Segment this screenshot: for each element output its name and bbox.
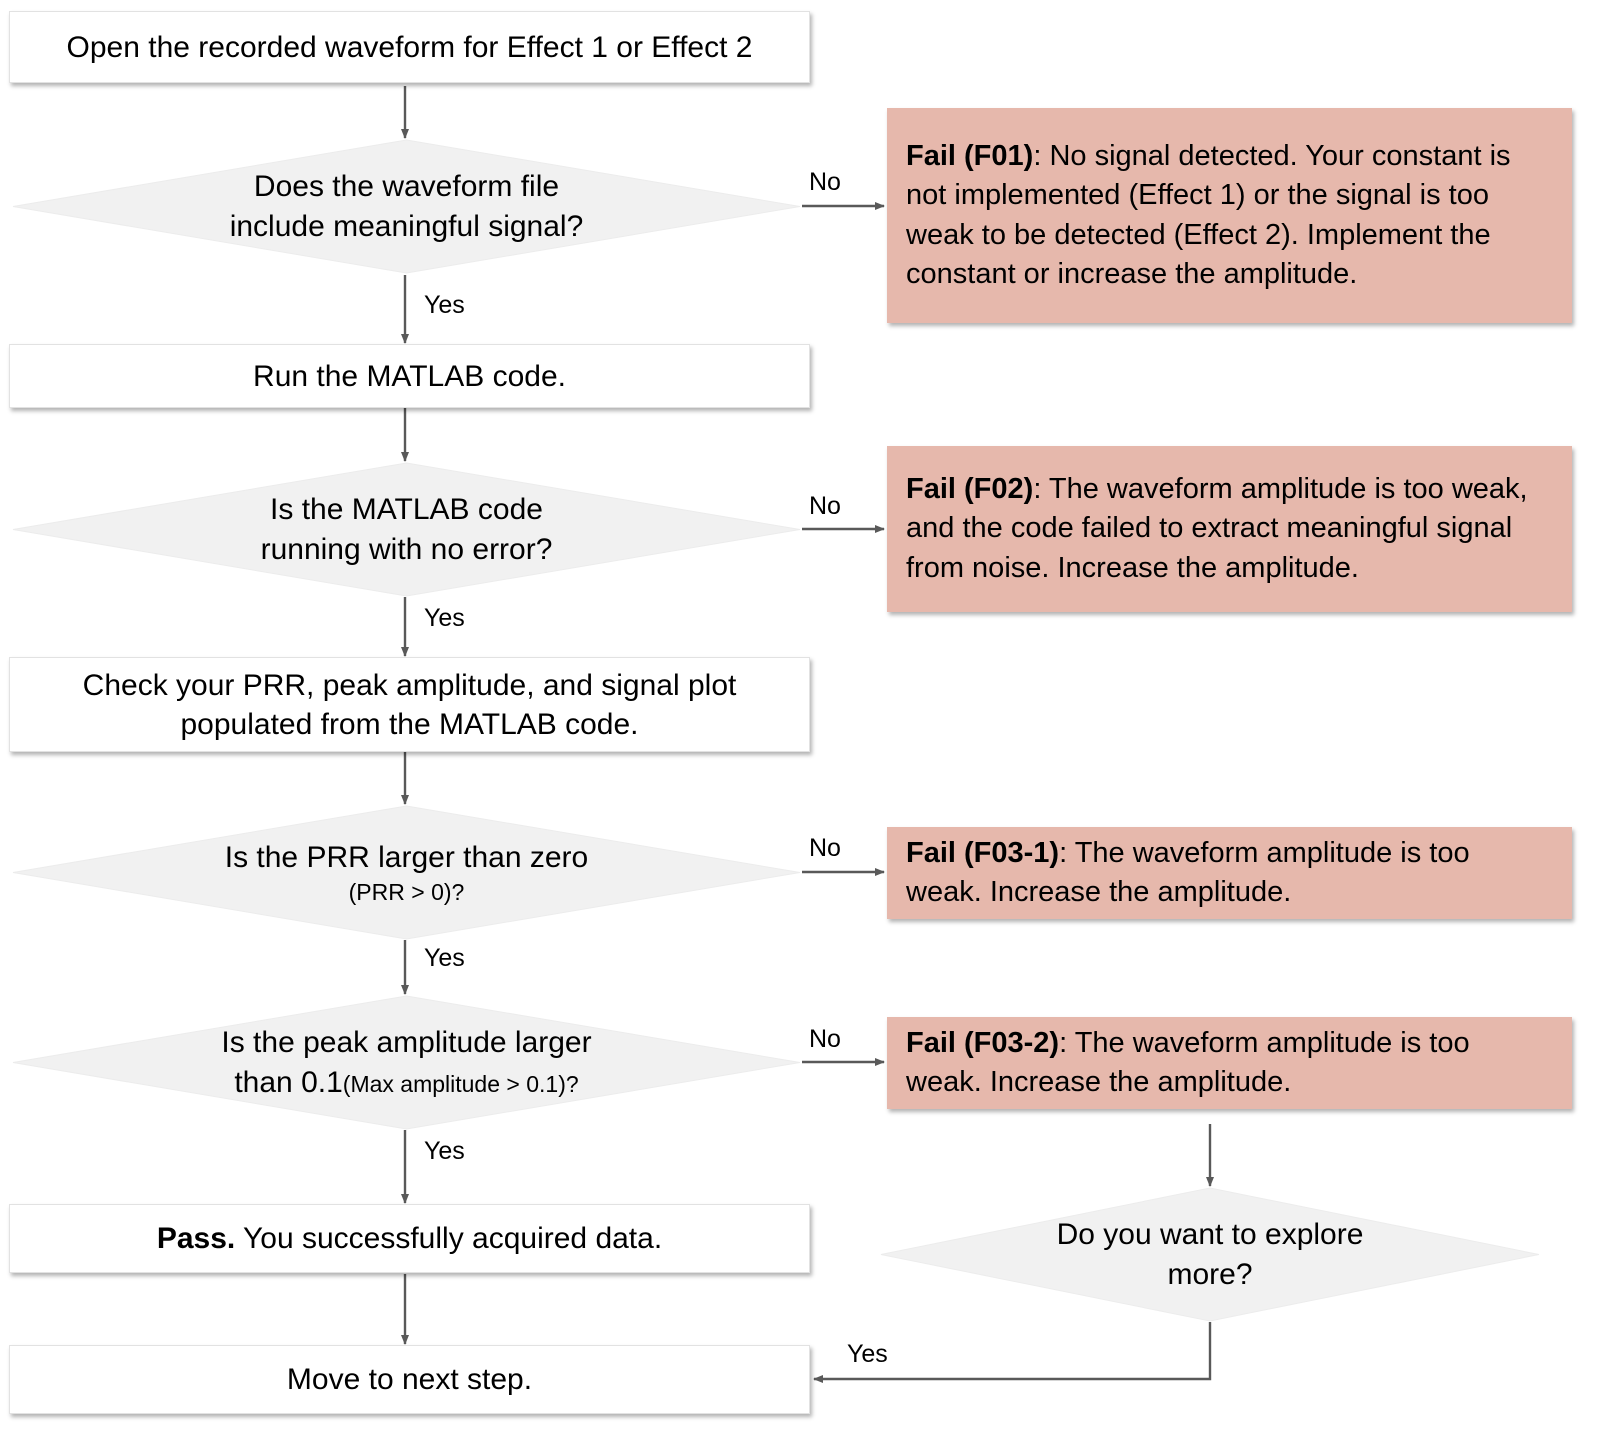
node-run-matlab[interactable]: Run the MATLAB code. bbox=[9, 344, 810, 408]
edge-label-yes-4: Yes bbox=[424, 1137, 465, 1165]
fail-f01-label: Fail (F01) bbox=[906, 139, 1034, 172]
node-decision-matlab-no-error[interactable]: Is the MATLAB code running with no error… bbox=[12, 462, 801, 597]
edge-label-no-2: No bbox=[809, 492, 841, 520]
fail-f02-text: The waveform amplitude is too weak, and … bbox=[906, 472, 1528, 584]
edge-label-yes-2: Yes bbox=[424, 604, 465, 632]
fail-f02-separator: : bbox=[1033, 472, 1049, 505]
diamond-shape bbox=[880, 1187, 1540, 1322]
edge-label-no-3: No bbox=[809, 834, 841, 862]
fail-f01-separator: : bbox=[1033, 139, 1050, 172]
diamond-shape bbox=[12, 462, 801, 597]
node-pass[interactable]: Pass. You successfully acquired data. bbox=[9, 1204, 810, 1273]
edge-label-yes-3: Yes bbox=[424, 944, 465, 972]
diamond-shape bbox=[12, 805, 801, 940]
node-fail-f02[interactable]: Fail (F02): The waveform amplitude is to… bbox=[887, 446, 1572, 612]
node-check-prr-line2: populated from the MATLAB code. bbox=[180, 707, 639, 741]
edge-label-yes-1: Yes bbox=[424, 291, 465, 319]
node-decision-explore-more[interactable]: Do you want to explore more? bbox=[880, 1187, 1540, 1322]
node-move-next-step[interactable]: Move to next step. bbox=[9, 1345, 810, 1414]
node-run-matlab-label: Run the MATLAB code. bbox=[253, 359, 566, 393]
fail-f03-2-label: Fail (F03-2) bbox=[906, 1026, 1060, 1059]
edge-label-yes-5: Yes bbox=[847, 1340, 888, 1368]
diamond-shape bbox=[12, 995, 801, 1130]
node-check-prr[interactable]: Check your PRR, peak amplitude, and sign… bbox=[9, 657, 810, 752]
fail-f03-1-separator: : bbox=[1059, 836, 1075, 869]
fail-f03-2-separator: : bbox=[1059, 1026, 1075, 1059]
node-check-prr-line1: Check your PRR, peak amplitude, and sign… bbox=[82, 668, 737, 702]
fail-f03-1-label: Fail (F03-1) bbox=[906, 836, 1060, 869]
edge-label-no-4: No bbox=[809, 1025, 841, 1053]
diamond-shape bbox=[12, 139, 801, 274]
node-open-waveform[interactable]: Open the recorded waveform for Effect 1 … bbox=[9, 11, 810, 83]
node-decision-prr-gt-zero[interactable]: Is the PRR larger than zero (PRR > 0)? bbox=[12, 805, 801, 940]
node-fail-f03-2[interactable]: Fail (F03-2): The waveform amplitude is … bbox=[887, 1017, 1572, 1109]
fail-f03-2-text: The waveform amplitude is too weak. Incr… bbox=[906, 1026, 1470, 1098]
fail-f02-label: Fail (F02) bbox=[906, 472, 1034, 505]
node-move-next-step-label: Move to next step. bbox=[286, 1363, 533, 1396]
node-decision-peak-amplitude[interactable]: Is the peak amplitude larger than 0.1(Ma… bbox=[12, 995, 801, 1130]
fail-f01-text: No signal detected. Your constant is not… bbox=[906, 139, 1511, 290]
edge-label-no-1: No bbox=[809, 168, 841, 196]
fail-f03-1-text: The waveform amplitude is too weak. Incr… bbox=[906, 836, 1470, 908]
node-pass-label: Pass. bbox=[156, 1222, 236, 1255]
node-fail-f01[interactable]: Fail (F01): No signal detected. Your con… bbox=[887, 108, 1572, 323]
node-open-waveform-label: Open the recorded waveform for Effect 1 … bbox=[66, 30, 753, 64]
node-fail-f03-1[interactable]: Fail (F03-1): The waveform amplitude is … bbox=[887, 827, 1572, 919]
node-decision-meaningful-signal[interactable]: Does the waveform file include meaningfu… bbox=[12, 139, 801, 274]
node-pass-text: You successfully acquired data. bbox=[235, 1222, 663, 1255]
